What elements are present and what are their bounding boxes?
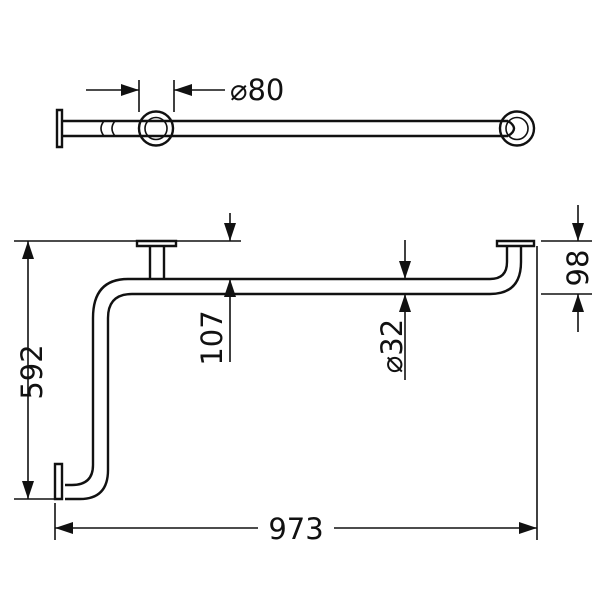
top-view-bar — [62, 119, 508, 138]
top-view-bar-end — [100, 120, 116, 137]
front-view-bar-outer — [65, 246, 523, 501]
dim-overall-width: 973 — [54, 246, 538, 546]
dim-overall-height: 592 — [14, 240, 137, 500]
dim-flange-diameter: ⌀80 — [86, 73, 284, 112]
dim-flange-diameter-label: ⌀80 — [230, 73, 284, 107]
dim-overall-height-label: 592 — [15, 344, 49, 399]
front-view-upper-flange — [135, 239, 178, 248]
top-view: ⌀80 — [55, 73, 536, 149]
top-view-left-rosette — [137, 110, 175, 147]
top-view-left-plate — [55, 108, 64, 149]
dim-tube-diameter: ⌀32 — [375, 240, 411, 380]
front-view — [53, 239, 536, 501]
front-view-support-post — [148, 246, 166, 279]
top-view-right-rosette — [498, 110, 536, 147]
front-view-lower-plate — [53, 462, 64, 501]
dim-overall-width-label: 973 — [268, 512, 323, 546]
dim-flange-offset-label: 98 — [561, 250, 595, 287]
dim-upper-offset-label: 107 — [195, 310, 229, 365]
front-view-right-flange — [495, 239, 536, 248]
front-view-bar-inner — [65, 246, 509, 487]
dim-flange-offset: 98 — [541, 205, 595, 332]
dim-upper-offset: 107 — [176, 213, 241, 366]
dim-tube-diameter-label: ⌀32 — [375, 319, 409, 373]
